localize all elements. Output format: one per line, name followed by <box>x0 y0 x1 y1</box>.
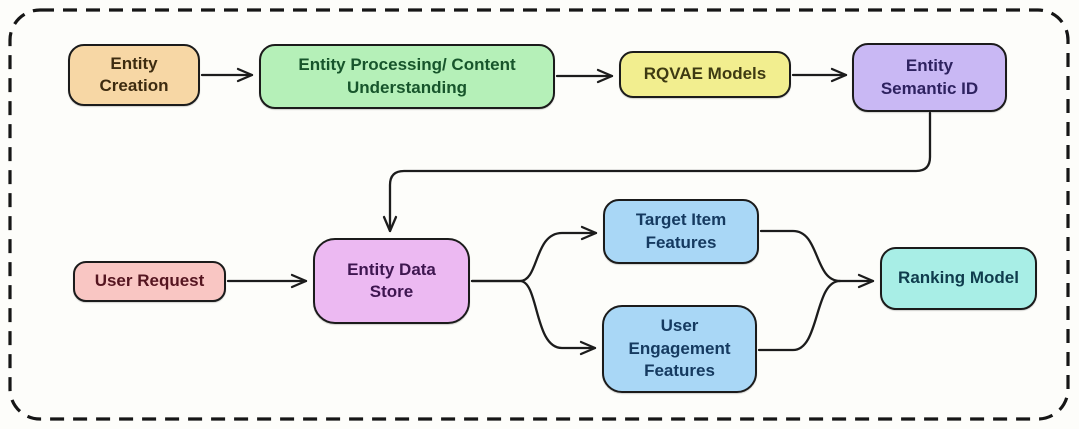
edge-entity-semantic-id-to-entity-data-store <box>382 111 932 233</box>
node-rqvae-models: RQVAE Models <box>619 51 791 98</box>
node-entity-data-store: Entity Data Store <box>313 238 470 324</box>
node-user-request: User Request <box>73 261 226 302</box>
node-entity-semantic-id: Entity Semantic ID <box>852 43 1007 112</box>
edge-entity-data-store-to-target-item-features <box>470 225 598 283</box>
edge-entity-data-store-to-user-engagement-features <box>470 279 597 356</box>
node-entity-creation: Entity Creation <box>68 44 200 106</box>
node-entity-processing-content-understanding: Entity Processing/ Content Understanding <box>259 44 555 109</box>
dashed-outer-frame <box>8 8 1070 421</box>
edge-target-item-features-to-merge <box>759 229 842 283</box>
node-target-item-features: Target Item Features <box>603 199 759 264</box>
edge-user-engagement-features-to-merge <box>757 279 842 352</box>
node-ranking-model: Ranking Model <box>880 247 1037 310</box>
node-user-engagement-features: User Engagement Features <box>602 305 757 393</box>
